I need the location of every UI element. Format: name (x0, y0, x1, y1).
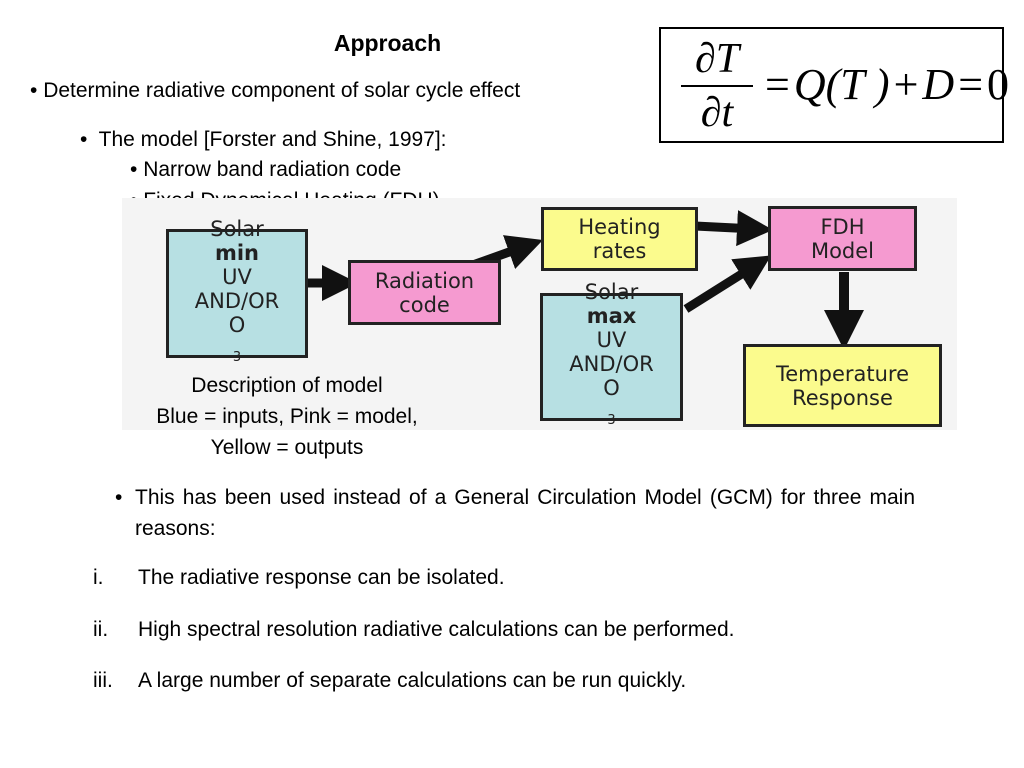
node-temperature-response: Temperature Response (743, 344, 942, 427)
node-text-sub: 3 (232, 350, 242, 366)
bullet-model: • The model [Forster and Shine, 1997]: (80, 128, 447, 152)
diagram-arrows (308, 210, 864, 350)
node-text: Response (792, 385, 893, 410)
equation-denominator: ∂t (700, 90, 734, 136)
equation-q-term: Q(T ) (793, 60, 890, 109)
equals-sign-2: = (958, 60, 984, 109)
gcm-paragraph: • This has been used instead of a Genera… (115, 482, 915, 544)
bullet-main-text: Determine radiative component of solar c… (43, 79, 521, 102)
node-fdh-model: FDH Model (768, 206, 917, 271)
node-text: AND/OR (194, 288, 280, 313)
bullet-main: • Determine radiative component of solar… (30, 79, 520, 103)
equation-rhs: =Q(T )+D=0 (761, 59, 1009, 110)
slide-title: Approach (333, 30, 442, 56)
reason-text: A large number of separate calculations … (138, 669, 687, 692)
reason-item: ii. High spectral resolution radiative c… (93, 618, 943, 646)
equation-zero: 0 (987, 60, 1010, 109)
fraction-bar (681, 85, 753, 87)
caption-line: Yellow = outputs (210, 436, 364, 459)
caption-line: Blue = inputs, Pink = model, (156, 405, 418, 428)
node-text: code (399, 292, 450, 317)
node-label: Solar min (210, 217, 264, 265)
node-text: UV (596, 328, 627, 353)
equation-box: ∂T ∂t =Q(T )+D=0 (659, 27, 1009, 143)
bullet-dot: • (80, 128, 99, 151)
node-text: Heating (578, 215, 661, 239)
sub-bullet-radiation-code: • Narrow band radiation code (130, 158, 401, 182)
gcm-paragraph-text: This has been used instead of a General … (135, 486, 915, 540)
node-heating-rates: Heating rates (541, 207, 698, 271)
node-label: Solar max (585, 280, 639, 328)
node-text-bold: max (586, 304, 637, 329)
node-text-sub: 3 (607, 413, 616, 429)
caption-line: Description of model (191, 374, 383, 397)
arrow-solarmax-to-fdh (683, 255, 772, 313)
bullet-model-text: The model [Forster and Shine, 1997]: (98, 128, 447, 151)
reason-item: iii. A large number of separate calculat… (93, 669, 943, 697)
node-text: Radiation (374, 268, 475, 293)
node-solar-min: Solar min UV AND/OR O 3 (166, 217, 308, 365)
node-text: Temperature (775, 361, 910, 386)
reason-item: i. The radiative response can be isolate… (93, 566, 943, 594)
node-text: O (603, 376, 620, 401)
equals-sign: = (765, 60, 790, 109)
node-text: Solar (584, 280, 639, 305)
node-text: UV (222, 264, 252, 289)
reason-text: High spectral resolution radiative calcu… (138, 618, 735, 641)
arrow-heating-to-fdh (694, 210, 773, 247)
equation-numerator: ∂T (694, 36, 740, 82)
diagram-caption: Description of model Blue = inputs, Pink… (110, 370, 464, 463)
sub-bullet-text: Narrow band radiation code (143, 158, 402, 181)
node-text: FDH (820, 214, 865, 239)
node-text: O (228, 312, 246, 337)
node-text: rates (592, 239, 647, 263)
equation-d-term: D (922, 60, 955, 109)
reason-number: ii. (93, 618, 109, 641)
node-text: AND/OR (569, 352, 654, 377)
equation-fraction: ∂T ∂t (681, 35, 753, 137)
node-solar-max: Solar max UV AND/OR O 3 (540, 280, 683, 429)
node-text: Model (810, 238, 875, 263)
reason-number: iii. (93, 669, 113, 692)
bullet-dot: • (130, 158, 144, 181)
bullet-dot: • (115, 486, 123, 509)
node-radiation-code: Radiation code (348, 260, 501, 325)
bullet-dot: • (30, 79, 44, 102)
reason-text: The radiative response can be isolated. (138, 566, 505, 589)
reason-number: i. (93, 566, 104, 589)
node-text: Solar (210, 216, 264, 241)
node-text-bold: min (214, 240, 259, 265)
plus-sign: + (893, 60, 919, 109)
